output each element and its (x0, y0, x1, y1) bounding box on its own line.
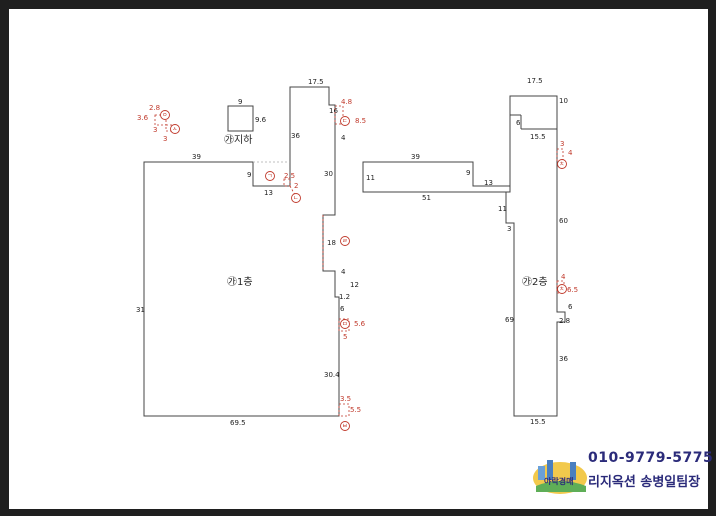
marker-digeut (340, 116, 350, 126)
floor1-r30-dim: 30 (324, 170, 333, 178)
floor2-bottom-dim: 15.5 (530, 418, 546, 426)
marker-rieul-label: ㄹ (342, 238, 348, 245)
connector-top-dim: 39 (411, 153, 420, 161)
floor2-69-dim: 69 (505, 316, 514, 324)
chieut1-3-dim: 3 (560, 140, 564, 148)
floor2-top-dim: 17.5 (527, 77, 543, 85)
bieup-5-5-dim: 5.5 (350, 406, 361, 414)
annex-3-6-dim: 3.6 (137, 114, 149, 122)
marker-mieum-label: ㅁ (342, 321, 348, 328)
digeut-dotted (334, 105, 344, 125)
marker-nieun (291, 193, 301, 203)
marker-bieup-label: ㅂ (342, 423, 348, 430)
logo-building-icon (538, 466, 545, 480)
logo-hill-icon (536, 481, 586, 492)
connector-outline (362, 161, 511, 193)
floor2-11-dim: 11 (498, 205, 507, 213)
logo-text: 야락경매 (544, 476, 573, 486)
contact-company: 리지옥션 송병일팀장 (588, 475, 701, 490)
chieut2-6-5-dim: 6.5 (567, 286, 578, 294)
floor1-r16-dim: 16 (329, 107, 338, 115)
floor1-r30-4-dim: 30.4 (324, 371, 340, 379)
marker-ieung-label: ㅇ (162, 112, 168, 119)
marker-digeut-label: ㄷ (342, 118, 348, 125)
floor1-tower-top-dim: 17.5 (308, 78, 324, 86)
chieut1-4-dim: 4 (568, 149, 573, 157)
digeut-8-5-dim: 8.5 (355, 117, 366, 125)
mieum-5-6-dim: 5.6 (354, 320, 366, 328)
annex-s3-dim: 3 (163, 135, 167, 143)
floor2-15-5-dim: 15.5 (530, 133, 546, 141)
annex-3-dim: 3 (153, 126, 157, 134)
marker-chieut-1 (557, 159, 567, 169)
logo-building-icon (570, 462, 576, 480)
mieum-5-dim: 5 (343, 333, 347, 341)
bieup-dotted (338, 403, 350, 417)
marker-bieup (340, 421, 350, 431)
floor1-r12-dim: 12 (350, 281, 359, 289)
connector-13-dim: 13 (484, 179, 493, 187)
bieup-3-5-dim: 3.5 (340, 395, 351, 403)
giyeok-dotted (283, 178, 291, 187)
annex-2-8-dim: 2.8 (149, 104, 160, 112)
connector-bottom-dim: 51 (422, 194, 431, 202)
floor2-outline (505, 95, 566, 417)
floor1-r4b-dim: 4 (341, 268, 346, 276)
marker-siot-label: ㅅ (172, 126, 178, 133)
floor2-2-8-dim: 2.8 (559, 317, 570, 325)
connector-left-dim: 11 (366, 174, 375, 182)
marker-mieum (340, 319, 350, 329)
floor-plan-drawing: 9 9.6 ㉮지하 39 31 69.5 9 13 36 17.5 16 4 3… (136, 77, 578, 431)
nieun-2-dim: 2 (294, 182, 298, 190)
marker-chieut-2-label: ㅊ (559, 286, 565, 293)
floor1-notch-13-dim: 13 (264, 189, 273, 197)
marker-giyeok (265, 171, 275, 181)
floor1-r6-dim: 6 (340, 305, 345, 313)
floor1-r4a-dim: 4 (341, 134, 346, 142)
basement-outline (227, 105, 254, 132)
digeut-4-8-dim: 4.8 (341, 98, 352, 106)
basement-width-dim: 9 (238, 98, 242, 106)
floor2-6-dim: 6 (516, 119, 521, 127)
floor1-left-dim: 31 (136, 306, 145, 314)
chieut2-4-dim: 4 (561, 273, 566, 281)
floor2-36-dim: 36 (559, 355, 568, 363)
basement-height-dim: 9.6 (255, 116, 267, 124)
floor2-area-label: ㉮2층 (522, 276, 548, 288)
marker-nieun-label: ㄴ (293, 195, 299, 202)
logo-building-icon (547, 460, 553, 480)
floor1-top-dim: 39 (192, 153, 201, 161)
contact-phone: 010-9779-5775 (588, 450, 714, 466)
marker-giyeok-label: ㄱ (267, 173, 273, 180)
auction-logo: 야락경매 (533, 460, 587, 494)
marker-chieut-2 (557, 284, 567, 294)
floor1-area-label: ㉮1층 (227, 276, 253, 288)
floor1-r1-2-dim: 1.2 (339, 293, 350, 301)
floor1-tower-36-dim: 36 (291, 132, 300, 140)
floor1-bottom-dim: 69.5 (230, 419, 246, 427)
annex-siot-dotted (165, 124, 175, 132)
marker-chieut-1-label: ㅊ (559, 161, 565, 168)
connector-right-dim: 9 (466, 169, 470, 177)
floor-plan-sheet: 9 9.6 ㉮지하 39 31 69.5 9 13 36 17.5 16 4 3… (9, 9, 708, 509)
floor1-outline (143, 86, 340, 417)
marker-rieul (340, 236, 350, 246)
floor2-60-dim: 60 (559, 217, 568, 225)
marker-siot (170, 124, 180, 134)
floor2-10-dim: 10 (559, 97, 568, 105)
basement-area-label: ㉮지하 (224, 133, 252, 146)
floor1-r18-dim: 18 (327, 239, 336, 247)
floor2-3-dim: 3 (507, 225, 511, 233)
floor1-notch-9-dim: 9 (247, 171, 251, 179)
giyeok-2-5-dim: 2.5 (284, 172, 295, 180)
marker-ieung (160, 110, 170, 120)
floor2-6b-dim: 6 (568, 303, 573, 311)
